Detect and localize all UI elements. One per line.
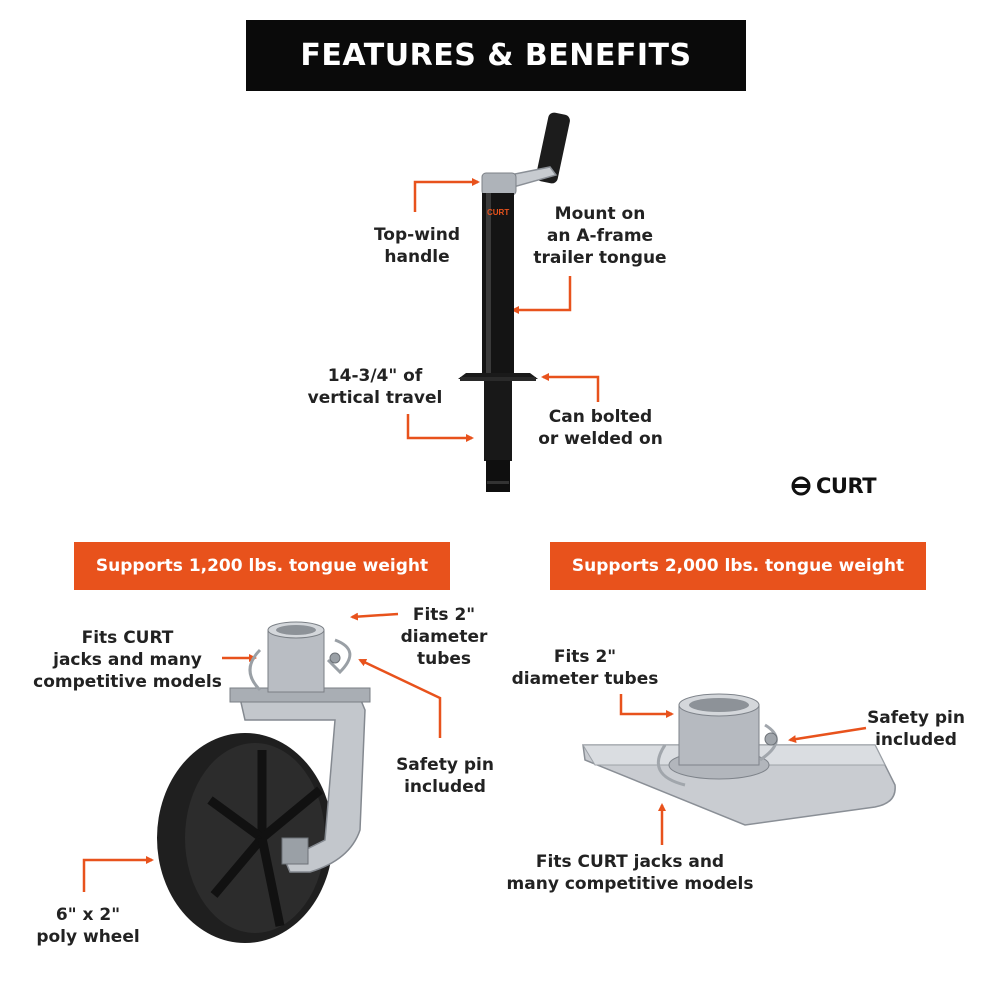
label-wheel-fits-jacks: Fits CURT jacks and many competitive mod… [33, 628, 222, 692]
receiver-tube [267, 629, 325, 693]
label-wheel-safety-pin: Safety pin included [396, 755, 494, 797]
wheel-capacity-bar: Supports 1,200 lbs. tongue weight [74, 542, 450, 590]
label-can-bolted: Can bolted or welded on [538, 407, 663, 449]
safety-pin [248, 638, 352, 692]
label-wheel-fits-tubes: Fits 2" diameter tubes [400, 605, 488, 669]
label-pad-fits-jacks: Fits CURT jacks and many competitive mod… [506, 852, 754, 894]
label-mount-a-frame: Mount on an A-frame trailer tongue [533, 204, 667, 268]
top-cap [481, 172, 517, 196]
label-pad-safety-pin: Safety pin included [867, 708, 965, 750]
curt-logo-icon [791, 476, 811, 496]
caster-fork [239, 697, 366, 873]
handle-grip [536, 112, 570, 184]
label-top-wind-handle: Top-wind handle [373, 225, 461, 267]
inner-tube [484, 381, 512, 461]
trailer-jack-illustration: CURT [458, 112, 570, 492]
pad-capacity-bar: Supports 2,000 lbs. tongue weight [550, 542, 926, 590]
curt-logo: CURT [790, 474, 877, 498]
wheel-spokes [207, 750, 323, 927]
foot-pad-illustration [582, 693, 896, 826]
caster-wheel-illustration [157, 621, 371, 943]
axle-bolt [281, 837, 309, 865]
label-pad-fits-tubes: Fits 2" diameter tubes [511, 647, 659, 689]
label-poly-wheel: 6" x 2" poly wheel [36, 905, 140, 947]
brand-name: CURT [816, 474, 877, 498]
tube-brand: CURT [487, 208, 509, 217]
features-banner: FEATURES & BENEFITS [246, 20, 746, 91]
banner-title: FEATURES & BENEFITS [300, 38, 692, 73]
label-vertical-travel: 14-3/4" of vertical travel [307, 366, 443, 408]
